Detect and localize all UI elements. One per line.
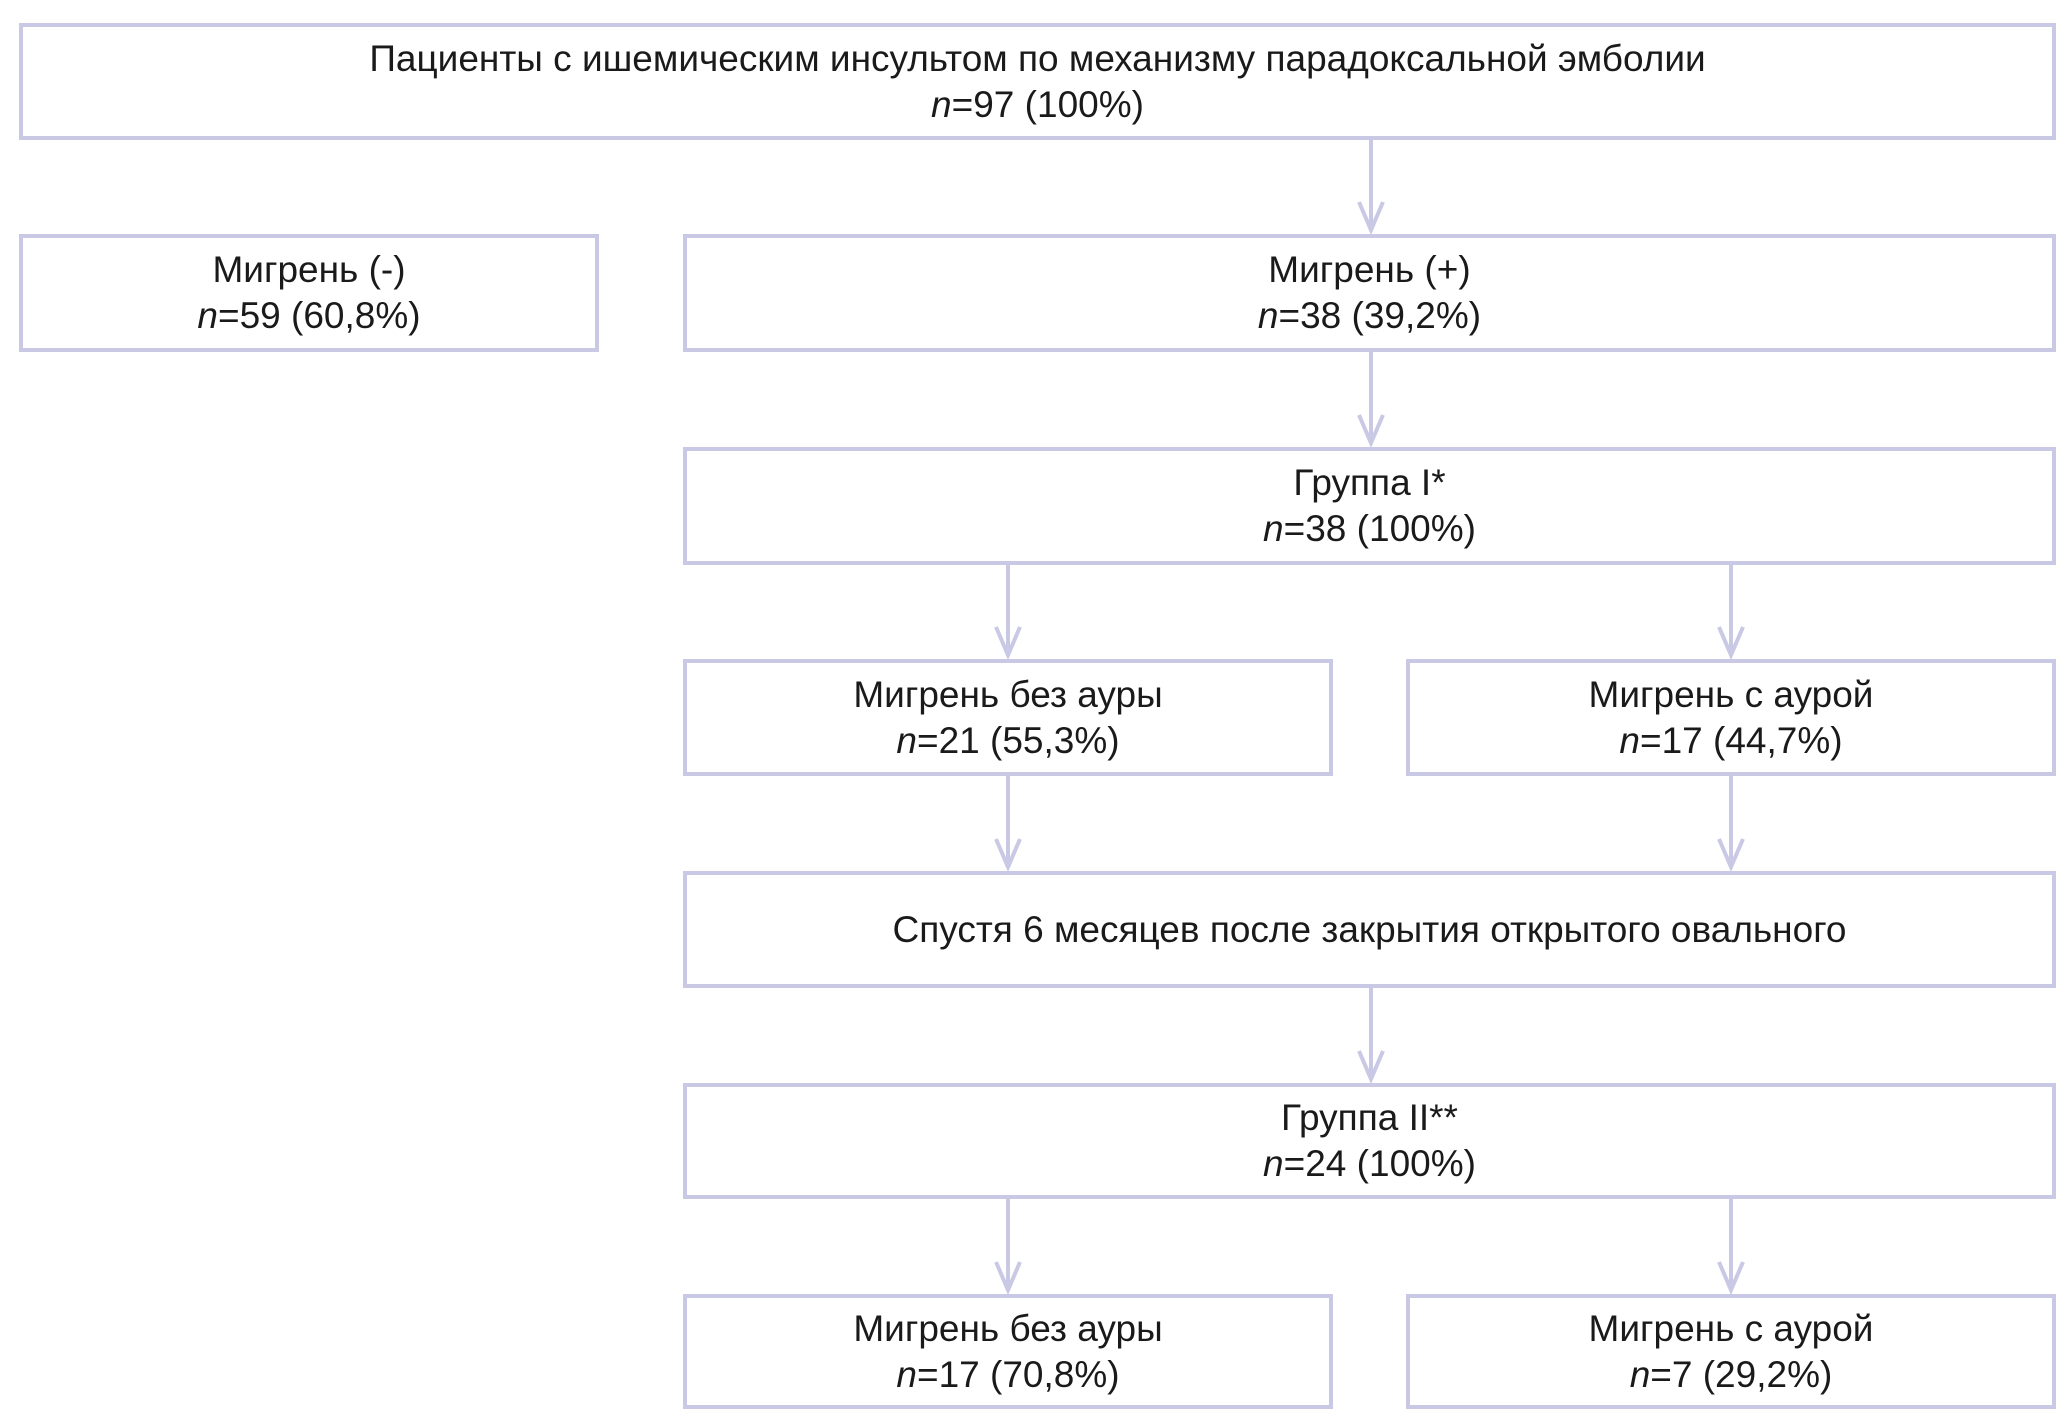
node-migraine: Мигрень (+) n=38 (39,2%) <box>683 234 2056 352</box>
n-symbol: n <box>1257 295 1279 336</box>
arrow-aura-to-closure <box>1717 776 1745 873</box>
node-total-patients: Пациенты с ишемическим инсультом по меха… <box>19 23 2056 140</box>
node-after-closure: Спустя 6 месяцев после закрытия открытог… <box>683 871 2056 988</box>
n-symbol: n <box>1263 1143 1284 1184</box>
count-value: =38 (39,2%) <box>1278 295 1482 336</box>
n-symbol: n <box>1629 1353 1651 1395</box>
node-title: Мигрень с аурой <box>1588 1307 1874 1349</box>
node-title: Группа I* <box>1293 462 1446 503</box>
node-title: Пациенты с ишемическим инсультом по меха… <box>369 37 1706 79</box>
arrow-total-to-migraine <box>1357 140 1385 236</box>
arrow-group2-to-no-aura <box>994 1199 1022 1296</box>
arrow-group1-to-aura <box>1717 565 1745 661</box>
count-value: =38 (100%) <box>1283 508 1476 549</box>
n-symbol: n <box>896 719 917 761</box>
count-value: =17 (70,8%) <box>916 1353 1120 1395</box>
node-count: n=21 (55,3%) <box>896 718 1119 764</box>
node-title: Мигрень с аурой <box>1588 673 1874 715</box>
node-count: n=17 (44,7%) <box>1619 718 1842 764</box>
node-group2-aura: Мигрень с аурой n=7 (29,2%) <box>1406 1294 2056 1409</box>
n-symbol: n <box>896 1353 917 1395</box>
arrow-no-aura-to-closure <box>994 776 1022 873</box>
node-group-2: Группа II** n=24 (100%) <box>683 1083 2056 1199</box>
n-symbol: n <box>1619 719 1640 761</box>
count-value: =17 (44,7%) <box>1639 719 1843 761</box>
arrow-group2-to-aura <box>1717 1199 1745 1296</box>
node-count: n=97 (100%) <box>931 82 1144 128</box>
node-group2-no-aura: Мигрень без ауры n=17 (70,8%) <box>683 1294 1333 1409</box>
count-value: =24 (100%) <box>1283 1143 1476 1184</box>
n-symbol: n <box>1263 508 1284 549</box>
n-symbol: n <box>197 295 218 336</box>
n-symbol: n <box>931 83 952 125</box>
node-group1-aura: Мигрень с аурой n=17 (44,7%) <box>1406 659 2056 776</box>
node-title: Мигрень без ауры <box>853 1307 1163 1349</box>
node-title: Мигрень (+) <box>1268 249 1471 290</box>
node-count: n=17 (70,8%) <box>896 1352 1119 1398</box>
node-count: n=59 (60,8%) <box>197 293 420 339</box>
arrow-migraine-to-group1 <box>1357 352 1385 449</box>
node-no-migraine: Мигрень (-) n=59 (60,8%) <box>19 234 599 352</box>
node-count: n=7 (29,2%) <box>1630 1352 1833 1398</box>
node-title: Мигрень без ауры <box>853 673 1163 715</box>
node-count: n=38 (100%) <box>1263 506 1476 552</box>
node-title: Группа II** <box>1281 1097 1458 1138</box>
count-value: =97 (100%) <box>951 83 1144 125</box>
node-title: Мигрень (-) <box>212 249 406 290</box>
count-value: =7 (29,2%) <box>1650 1353 1833 1395</box>
node-count: n=38 (39,2%) <box>1258 293 1481 339</box>
arrow-group1-to-no-aura <box>994 565 1022 661</box>
node-count: n=24 (100%) <box>1263 1141 1476 1187</box>
node-group1-no-aura: Мигрень без ауры n=21 (55,3%) <box>683 659 1333 776</box>
count-value: =21 (55,3%) <box>916 719 1120 761</box>
node-group-1: Группа I* n=38 (100%) <box>683 447 2056 565</box>
count-value: =59 (60,8%) <box>217 295 421 336</box>
node-title: Спустя 6 месяцев после закрытия открытог… <box>892 908 1847 950</box>
arrow-closure-to-group2 <box>1357 988 1385 1085</box>
